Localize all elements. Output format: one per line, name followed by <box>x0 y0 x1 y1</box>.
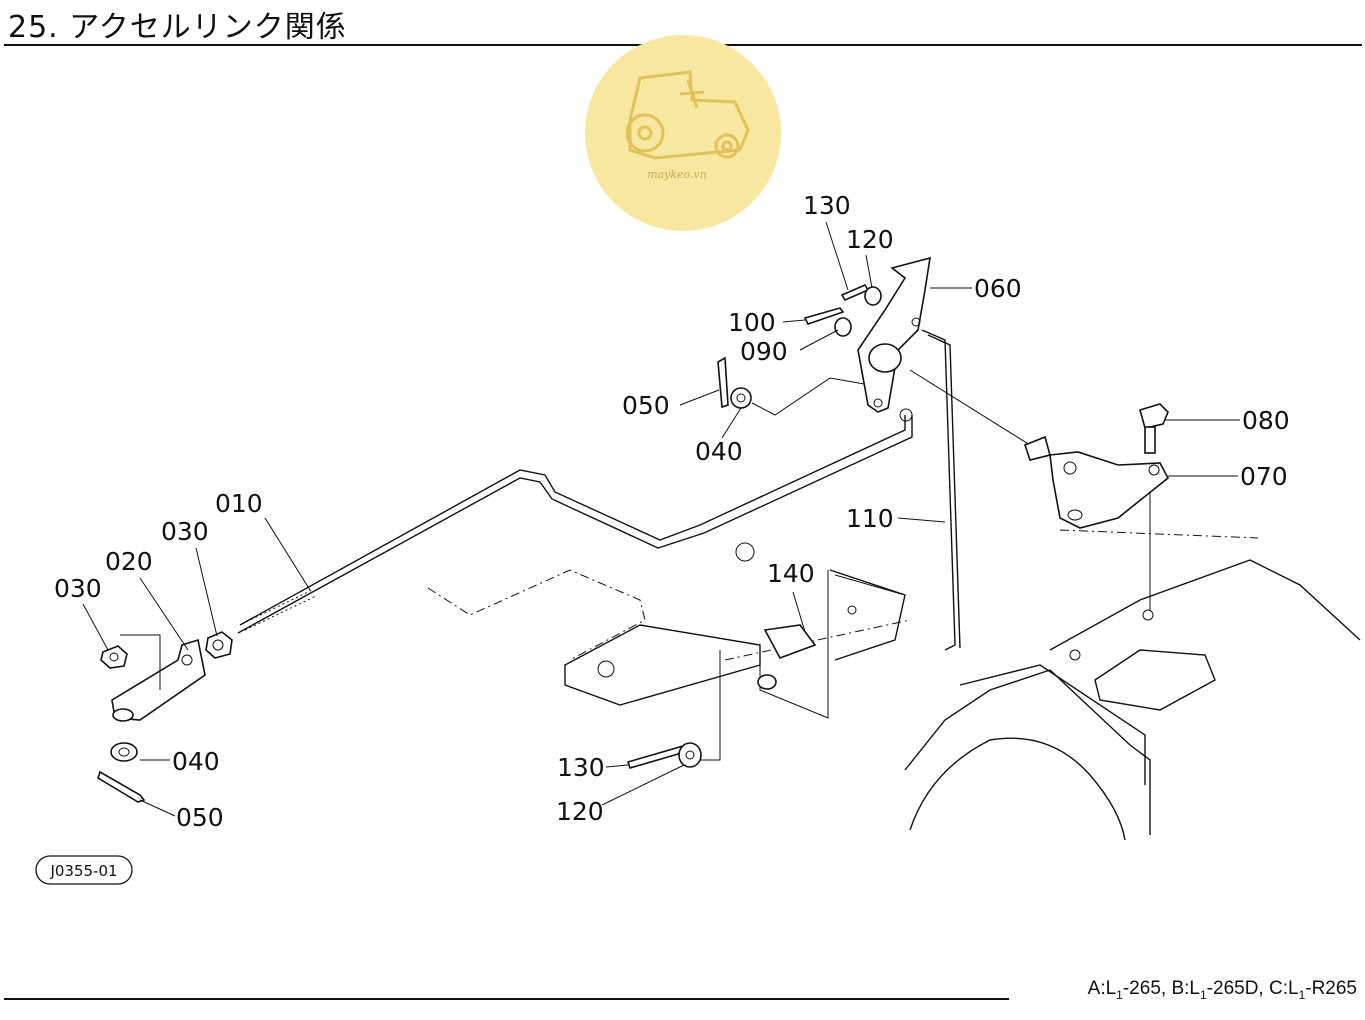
tractor-icon <box>625 70 750 160</box>
leader-lines <box>82 221 1240 817</box>
callout-060: 060 <box>974 274 1022 303</box>
callout-070: 070 <box>1240 462 1288 491</box>
callout-030-left: 030 <box>54 574 102 603</box>
callout-140: 140 <box>767 559 815 588</box>
page-title: 25. アクセルリンク関係 <box>8 10 347 45</box>
washer-090 <box>834 317 852 337</box>
arm-070 <box>1024 435 1170 529</box>
footer-divider <box>4 998 1009 1000</box>
clip-140 <box>700 570 906 761</box>
lever-020 <box>111 634 206 722</box>
drawing-code: J0355-01 <box>49 862 117 880</box>
model-c-prefix: C:L <box>1268 978 1299 999</box>
bolt-080 <box>1139 403 1169 454</box>
callout-130-lower: 130 <box>557 753 605 782</box>
model-b-suffix: -265D, <box>1206 978 1264 999</box>
chassis-outline <box>427 470 1361 841</box>
model-a-suffix: -265, <box>1122 978 1167 999</box>
callout-110: 110 <box>846 504 894 533</box>
callout-050-upper: 050 <box>622 391 670 420</box>
nut-030 <box>100 631 233 669</box>
logo-text: maykeo.vn <box>647 168 707 181</box>
callout-labels: 010 020 030 030 040 050 040 050 060 070 … <box>54 191 1290 832</box>
model-a-prefix: A:L <box>1087 978 1117 999</box>
drawing-code-badge: J0355-01 <box>35 855 133 885</box>
pin-100-130 <box>803 283 882 325</box>
callout-080: 080 <box>1242 406 1290 435</box>
callout-020: 020 <box>105 547 153 576</box>
callout-090: 090 <box>740 337 788 366</box>
model-c-sub: 1 <box>1298 987 1306 1002</box>
model-applicability: A:L1-265, B:L1-265D, C:L1-R265 <box>1088 978 1357 1002</box>
callout-050-lower: 050 <box>176 803 224 832</box>
callout-010: 010 <box>215 489 263 518</box>
washer-pin-upper <box>717 356 871 416</box>
rod-110 <box>909 329 1031 651</box>
callout-120-upper: 120 <box>846 225 894 254</box>
bracket-060 <box>857 256 931 413</box>
callout-100: 100 <box>728 308 776 337</box>
accelerator-rod-010 <box>237 408 913 634</box>
logo-circle <box>585 35 781 231</box>
callout-130-upper: 130 <box>803 191 851 220</box>
model-b-sub: 1 <box>1199 987 1207 1002</box>
callout-120-lower: 120 <box>556 797 604 826</box>
callout-030-right: 030 <box>161 517 209 546</box>
washer-pin-lower <box>97 742 146 803</box>
watermark-logo: maykeo.vn <box>585 35 781 231</box>
model-a-sub: 1 <box>1116 987 1123 1002</box>
model-c-suffix: -R265 <box>1305 978 1357 999</box>
callout-040-upper: 040 <box>695 437 743 466</box>
pin-washer-lower <box>626 742 702 769</box>
callout-040-lower: 040 <box>172 747 220 776</box>
model-b-prefix: B:L <box>1171 978 1200 999</box>
